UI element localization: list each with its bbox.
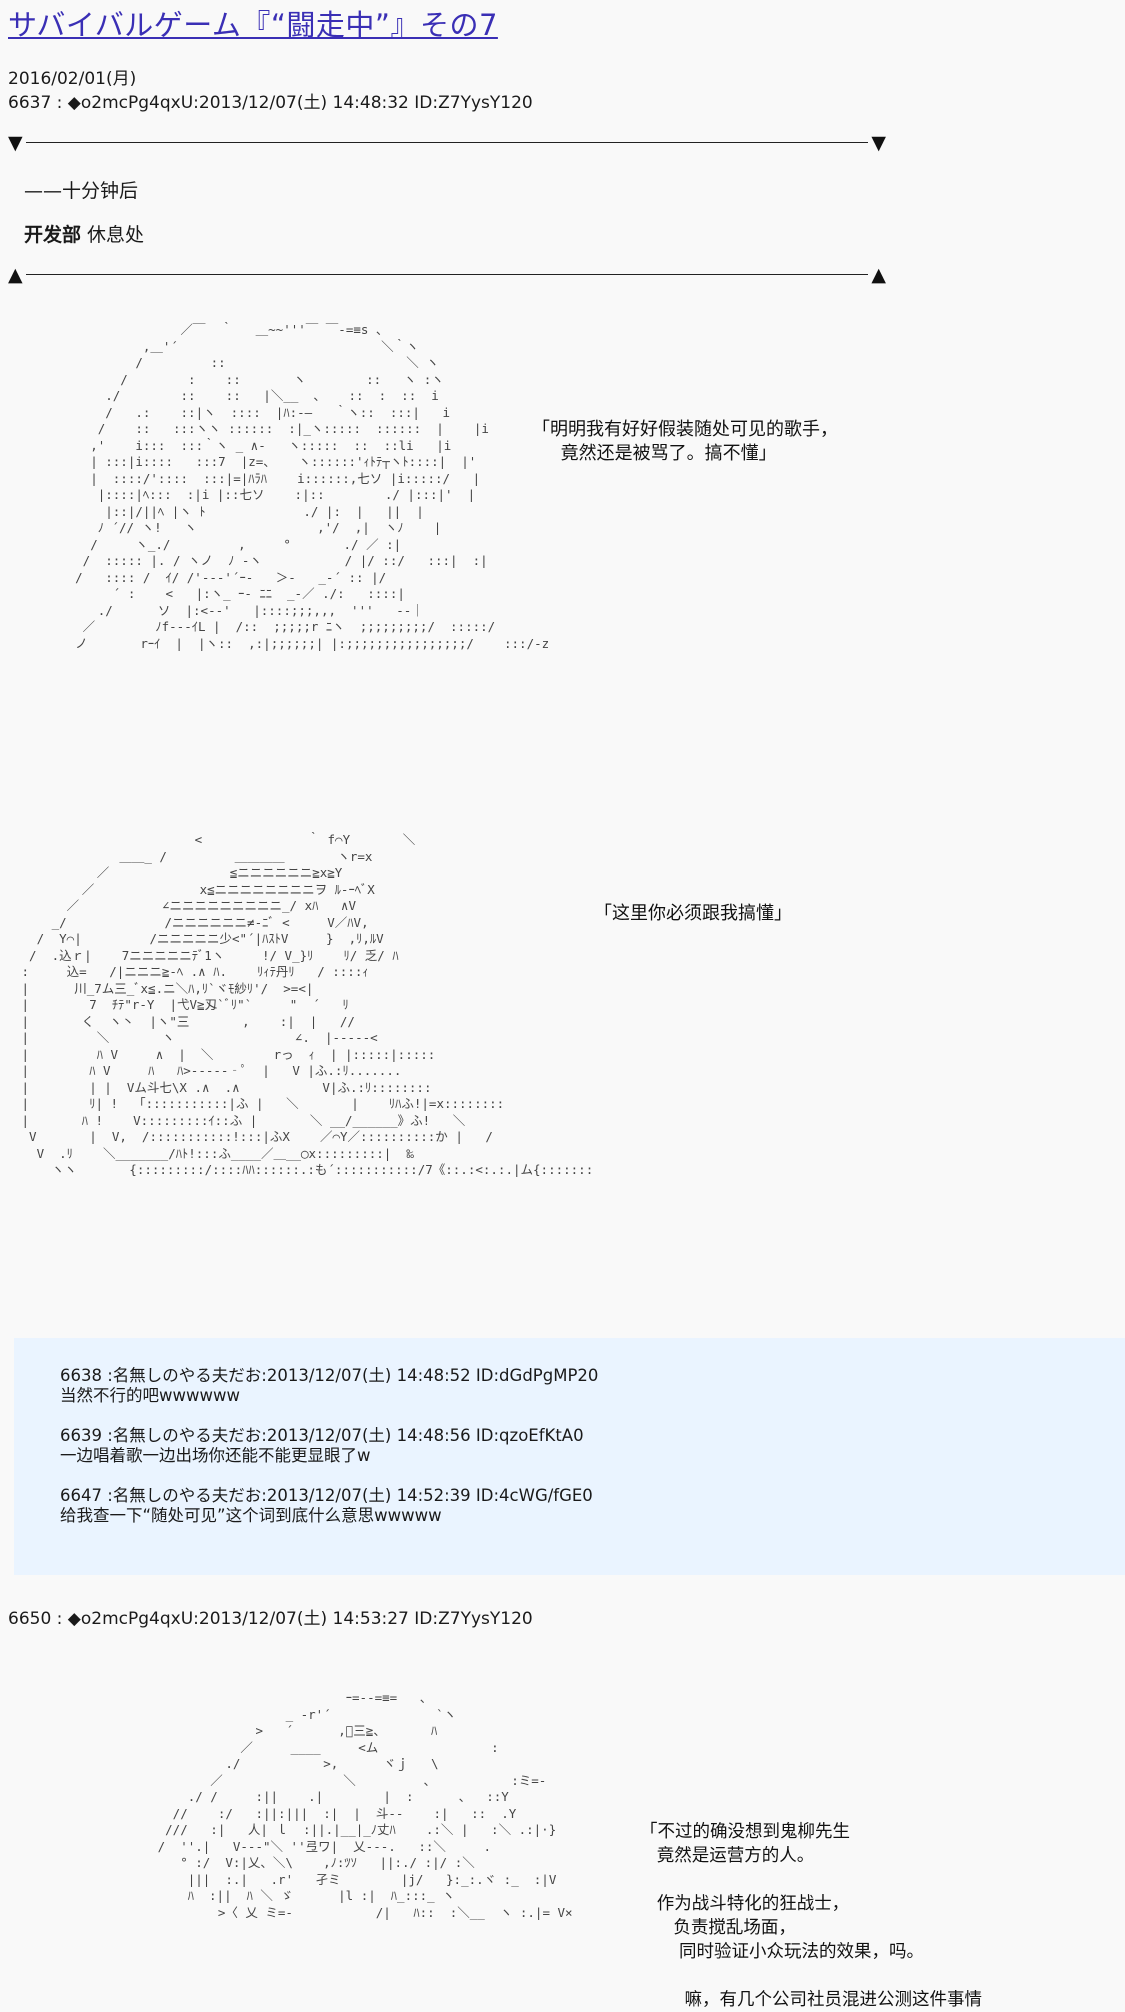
down-triangle-icon: ▼ bbox=[871, 132, 886, 154]
speech-bubble-3: 「不过的确没想到鬼柳先生 竟然是运营方的人。 作为战斗特化的狂战士， 负责搅乱场… bbox=[640, 1822, 983, 2010]
caption-time: ——十分钟后 bbox=[24, 180, 139, 202]
ascii-art-1: ／￣ ｀ ＿~~'''￣ ￣‐=≡s 、 ,＿'´ ＼｀ヽ / :: ＼ ヽ /… bbox=[75, 322, 550, 651]
up-triangle-icon: ▲ bbox=[871, 264, 886, 286]
reply-6639: 6639 :名無しのやる夫だお:2013/12/07(土) 14:48:56 I… bbox=[60, 1426, 584, 1466]
reply-body: 给我查一下“随处可见”这个词到底什么意思wwwww bbox=[60, 1506, 442, 1525]
post-header-6650: 6650 : ◆o2mcPg4qxU:2013/12/07(土) 14:53:2… bbox=[8, 1609, 533, 1629]
bottom-divider: ▲ ▲ bbox=[8, 263, 886, 287]
speech-bubble-2: 「这里你必须跟我搞懂」 bbox=[594, 903, 792, 924]
divider-line bbox=[26, 274, 868, 275]
caption-location-rest: 休息处 bbox=[81, 224, 145, 246]
reply-header: 6638 :名無しのやる夫だお:2013/12/07(土) 14:48:52 I… bbox=[60, 1366, 599, 1385]
reply-body: 当然不行的吧wwwwww bbox=[60, 1386, 240, 1405]
down-triangle-icon: ▼ bbox=[8, 132, 23, 154]
divider-line bbox=[26, 142, 868, 143]
ascii-art-2: < ｀ f⌒Y ＼ ＿＿_ / ＿＿＿＿ ヽr=x ／ ≦ニニニニニニ≧x≧Y … bbox=[21, 832, 594, 1177]
page-title[interactable]: サバイバルゲーム『“闘走中”』その7 bbox=[8, 8, 498, 42]
reply-body: 一边唱着歌一边出场你还能不能更显眼了w bbox=[60, 1446, 371, 1465]
reply-6638: 6638 :名無しのやる夫だお:2013/12/07(土) 14:48:52 I… bbox=[60, 1366, 598, 1406]
top-divider: ▼ ▼ bbox=[8, 131, 886, 155]
reply-header: 6647 :名無しのやる夫だお:2013/12/07(土) 14:52:39 I… bbox=[60, 1486, 593, 1505]
up-triangle-icon: ▲ bbox=[8, 264, 23, 286]
speech-bubble-1: 「明明我有好好假装随处可见的歌手， 竟然还是被骂了。搞不懂」 bbox=[532, 419, 838, 464]
ascii-art-3: ｰ=‐‐=≡= 、 _ -r'´ `ヽ > ´ ,ﾞ三≧、 ﾊ ／ ____ <… bbox=[157, 1690, 573, 1920]
reply-header: 6639 :名無しのやる夫だお:2013/12/07(土) 14:48:56 I… bbox=[60, 1426, 584, 1445]
reply-6647: 6647 :名無しのやる夫だお:2013/12/07(土) 14:52:39 I… bbox=[60, 1486, 593, 1526]
caption-location: 开发部 休息处 bbox=[24, 220, 144, 247]
post-header-6637: 6637 : ◆o2mcPg4qxU:2013/12/07(土) 14:48:3… bbox=[8, 93, 533, 113]
caption-location-bold: 开发部 bbox=[24, 224, 82, 246]
reply-box: 6638 :名無しのやる夫だお:2013/12/07(土) 14:48:52 I… bbox=[14, 1338, 1125, 1575]
post-date: 2016/02/01(月) bbox=[8, 69, 137, 89]
